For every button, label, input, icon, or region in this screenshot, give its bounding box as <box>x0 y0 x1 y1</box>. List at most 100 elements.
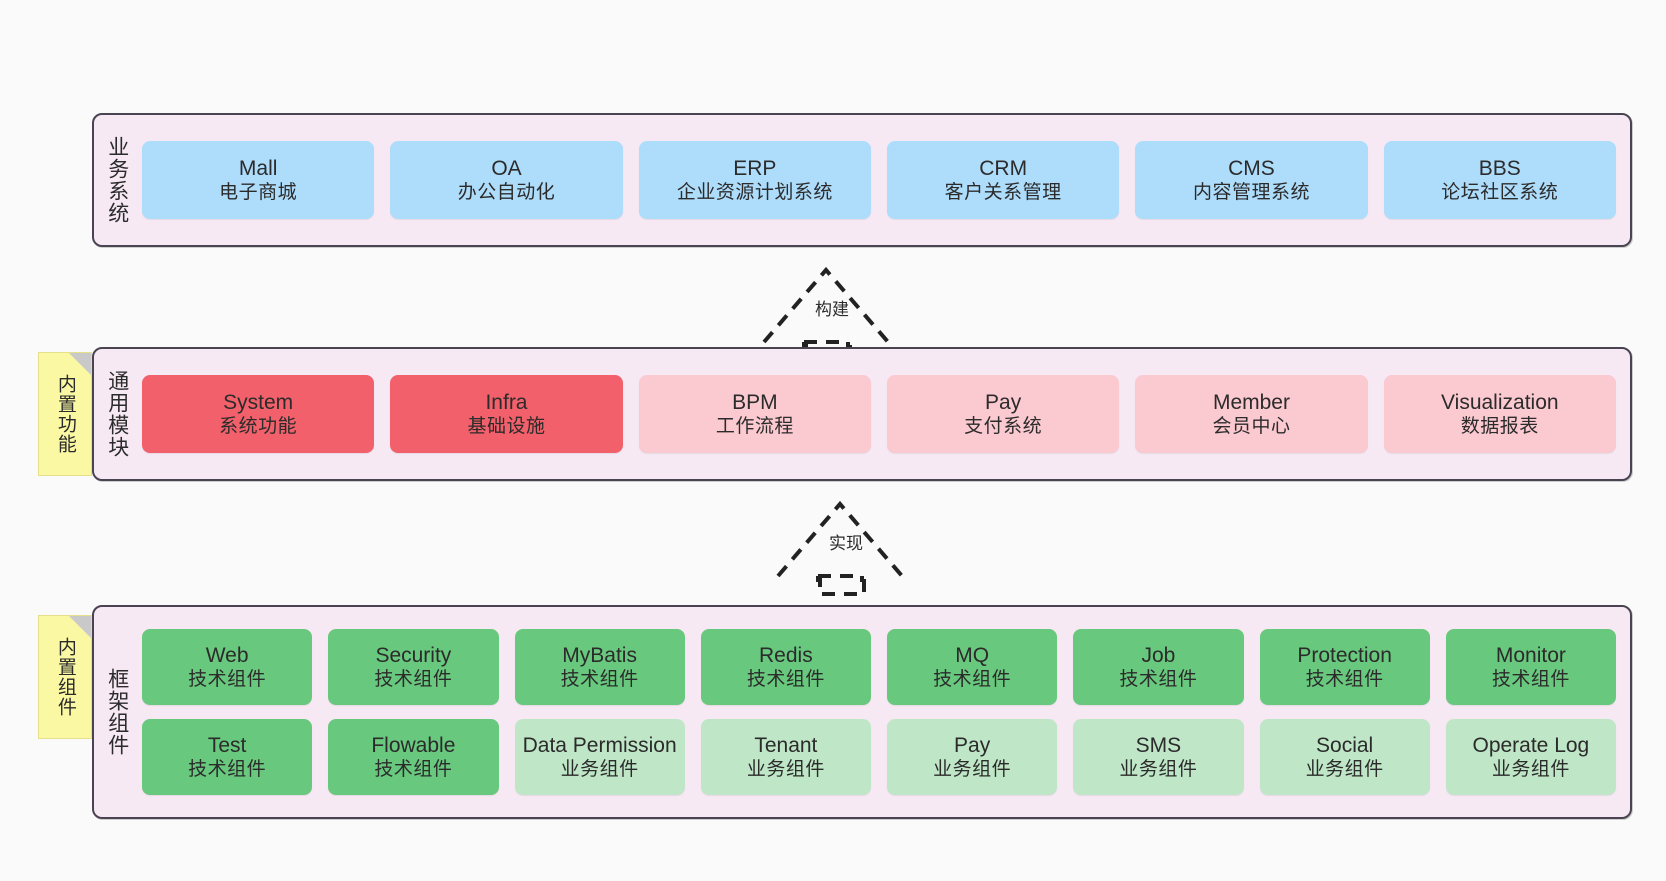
node-title-en: Protection <box>1297 643 1392 667</box>
node-title-cn: 技术组件 <box>188 759 267 781</box>
node-title-en: Security <box>375 643 452 667</box>
node-title-en: Visualization <box>1441 390 1559 414</box>
node-title-cn: 业务组件 <box>746 759 825 781</box>
node-title-en: Pay <box>954 733 991 757</box>
layer-business-system[interactable]: 业务系统 Mall 电子商城 OA 办公自动化 ERP 企业资源计划系统 CRM… <box>92 113 1632 247</box>
node-pay-business[interactable]: Pay 业务组件 <box>887 719 1058 795</box>
node-row: System 系统功能 Infra 基础设施 BPM 工作流程 Pay 支付系统… <box>142 375 1616 453</box>
node-title-en: BPM <box>732 390 778 414</box>
node-title-en: Social <box>1316 733 1374 757</box>
node-title-cn: 技术组件 <box>746 669 825 691</box>
node-title-cn: 技术组件 <box>1305 669 1384 691</box>
node-title-cn: 技术组件 <box>374 759 453 781</box>
node-erp[interactable]: ERP 企业资源计划系统 <box>638 141 871 219</box>
node-job[interactable]: Job 技术组件 <box>1073 629 1244 705</box>
node-system[interactable]: System 系统功能 <box>142 375 375 453</box>
node-title-cn: 业务组件 <box>560 759 639 781</box>
node-title-cn: 业务组件 <box>1119 759 1198 781</box>
node-bpm[interactable]: BPM 工作流程 <box>638 375 871 453</box>
node-title-en: Test <box>207 733 247 757</box>
node-title-en: OA <box>491 156 522 180</box>
node-visualization[interactable]: Visualization 数据报表 <box>1383 375 1616 453</box>
layer-title-business-system: 业务系统 <box>105 136 129 224</box>
node-mall[interactable]: Mall 电子商城 <box>142 141 375 219</box>
node-title-en: MQ <box>955 643 990 667</box>
layer-framework-component[interactable]: 框架组件 Web 技术组件 Security 技术组件 MyBatis 技术组件… <box>92 605 1632 819</box>
node-title-cn: 系统功能 <box>219 416 298 438</box>
node-security[interactable]: Security 技术组件 <box>328 629 499 705</box>
node-title-en: Flowable <box>371 733 456 757</box>
layer-body-common-module: System 系统功能 Infra 基础设施 BPM 工作流程 Pay 支付系统… <box>140 349 1630 479</box>
node-title-en: Monitor <box>1495 643 1566 667</box>
node-title-cn: 技术组件 <box>560 669 639 691</box>
layer-body-framework-component: Web 技术组件 Security 技术组件 MyBatis 技术组件 Redi… <box>140 607 1630 817</box>
node-row: Web 技术组件 Security 技术组件 MyBatis 技术组件 Redi… <box>142 629 1616 705</box>
node-row: Mall 电子商城 OA 办公自动化 ERP 企业资源计划系统 CRM 客户关系… <box>142 141 1616 219</box>
node-test[interactable]: Test 技术组件 <box>142 719 313 795</box>
node-title-en: Member <box>1212 390 1290 414</box>
note-label: 内置功能 <box>54 374 76 454</box>
node-social[interactable]: Social 业务组件 <box>1259 719 1430 795</box>
node-title-en: Operate Log <box>1472 733 1590 757</box>
node-title-en: CMS <box>1228 156 1275 180</box>
node-title-cn: 技术组件 <box>1491 669 1570 691</box>
node-sms[interactable]: SMS 业务组件 <box>1073 719 1244 795</box>
node-title-cn: 技术组件 <box>188 669 267 691</box>
node-title-cn: 技术组件 <box>374 669 453 691</box>
node-title-en: Web <box>205 643 249 667</box>
node-title-en: Job <box>1141 643 1176 667</box>
note-fold-corner <box>69 616 91 638</box>
node-row: Test 技术组件 Flowable 技术组件 Data Permission … <box>142 719 1616 795</box>
connector-implement-stem <box>818 574 866 596</box>
node-bbs[interactable]: BBS 论坛社区系统 <box>1383 141 1616 219</box>
node-title-en: System <box>223 390 294 414</box>
node-title-en: CRM <box>979 156 1028 180</box>
node-title-cn: 业务组件 <box>1305 759 1384 781</box>
node-operate-log[interactable]: Operate Log 业务组件 <box>1445 719 1616 795</box>
node-infra[interactable]: Infra 基础设施 <box>390 375 623 453</box>
node-member[interactable]: Member 会员中心 <box>1135 375 1368 453</box>
node-tenant[interactable]: Tenant 业务组件 <box>700 719 871 795</box>
node-crm[interactable]: CRM 客户关系管理 <box>886 141 1120 219</box>
node-title-cn: 会员中心 <box>1212 416 1291 438</box>
node-title-en: Infra <box>485 390 528 414</box>
node-title-cn: 企业资源计划系统 <box>676 182 833 204</box>
note-label: 内置组件 <box>54 637 76 717</box>
node-title-cn: 内容管理系统 <box>1192 182 1310 204</box>
node-web[interactable]: Web 技术组件 <box>142 629 313 705</box>
node-title-cn: 基础设施 <box>467 416 546 438</box>
node-pay[interactable]: Pay 支付系统 <box>886 375 1120 453</box>
node-title-cn: 电子商城 <box>219 182 298 204</box>
node-flowable[interactable]: Flowable 技术组件 <box>328 719 499 795</box>
node-data-permission[interactable]: Data Permission 业务组件 <box>514 719 685 795</box>
node-title-en: Pay <box>985 390 1022 414</box>
node-title-en: SMS <box>1135 733 1182 757</box>
node-title-cn: 客户关系管理 <box>944 182 1062 204</box>
layer-title-framework-component: 框架组件 <box>105 668 129 756</box>
node-title-cn: 论坛社区系统 <box>1441 182 1559 204</box>
node-oa[interactable]: OA 办公自动化 <box>390 141 623 219</box>
connector-build-label: 构建 <box>815 300 849 319</box>
node-title-cn: 技术组件 <box>1119 669 1198 691</box>
node-mq[interactable]: MQ 技术组件 <box>887 629 1058 705</box>
node-title-en: BBS <box>1478 156 1521 180</box>
note-fold-corner <box>69 353 91 375</box>
node-title-cn: 技术组件 <box>933 669 1012 691</box>
node-title-cn: 办公自动化 <box>457 182 556 204</box>
note-builtin-function: 内置功能 <box>38 352 92 476</box>
node-cms[interactable]: CMS 内容管理系统 <box>1135 141 1368 219</box>
layer-common-module[interactable]: 通用模块 System 系统功能 Infra 基础设施 BPM 工作流程 Pay… <box>92 347 1632 481</box>
node-title-cn: 支付系统 <box>964 416 1043 438</box>
node-title-en: Tenant <box>754 733 818 757</box>
node-monitor[interactable]: Monitor 技术组件 <box>1445 629 1616 705</box>
connector-implement-label: 实现 <box>829 534 863 553</box>
node-title-cn: 工作流程 <box>715 416 794 438</box>
node-title-en: Mall <box>238 156 278 180</box>
node-title-en: Redis <box>759 643 813 667</box>
node-mybatis[interactable]: MyBatis 技术组件 <box>514 629 685 705</box>
node-title-cn: 业务组件 <box>933 759 1012 781</box>
node-protection[interactable]: Protection 技术组件 <box>1259 629 1430 705</box>
node-redis[interactable]: Redis 技术组件 <box>700 629 871 705</box>
layer-title-common-module: 通用模块 <box>105 370 129 458</box>
